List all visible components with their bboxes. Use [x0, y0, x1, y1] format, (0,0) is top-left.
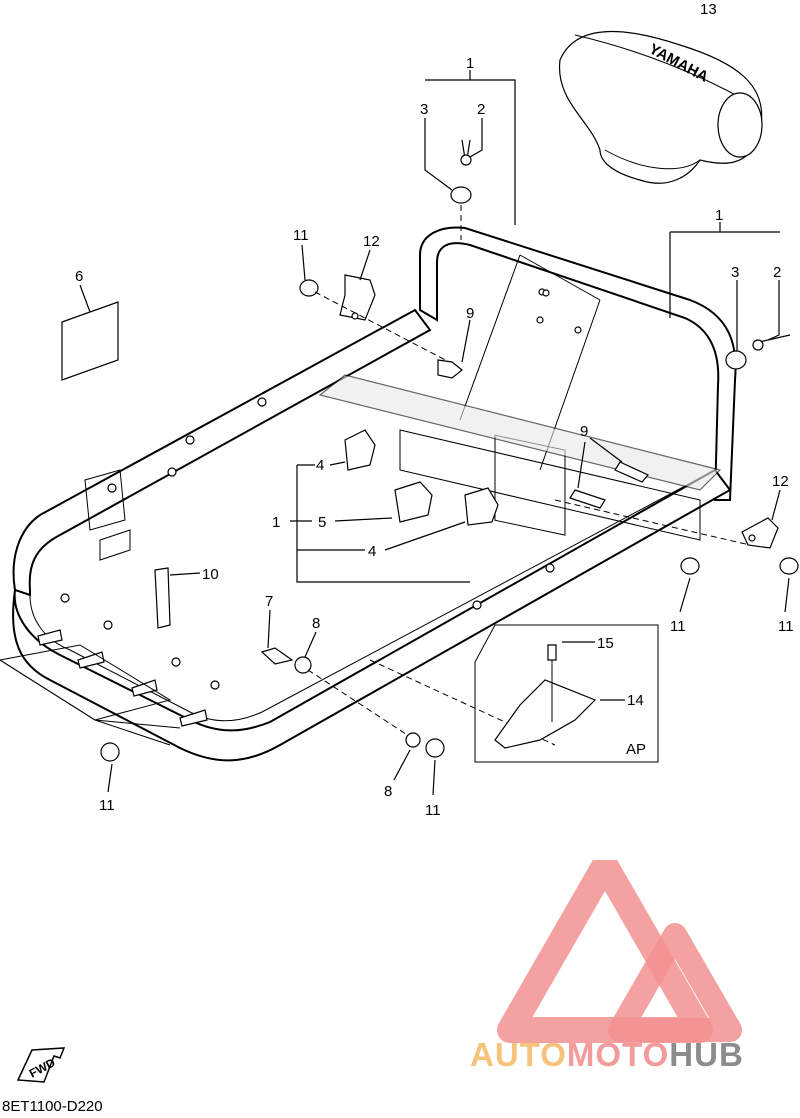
bolt-7	[260, 609, 294, 665]
callout-2-top: 2	[477, 101, 485, 118]
callout-11-c: 11	[778, 618, 794, 635]
watermark-hub: HUB	[669, 1036, 744, 1073]
callout-7: 7	[265, 593, 273, 610]
callout-5: 5	[318, 514, 326, 531]
diagram-code: 8ET1100-D220	[2, 1098, 103, 1115]
ap-inset	[474, 624, 659, 763]
callout-15: 15	[597, 635, 614, 652]
callout-8-b: 8	[384, 783, 392, 800]
connector-10	[154, 567, 201, 629]
watermark-logo-icon	[497, 860, 742, 1043]
inset-label-ap: AP	[626, 741, 646, 758]
callout-3-top: 3	[420, 101, 428, 118]
front-studs	[0, 629, 208, 793]
watermark-auto: AUTO	[470, 1036, 567, 1073]
callout-1-mid: 1	[272, 514, 280, 531]
callout-14: 14	[627, 692, 644, 709]
callout-8-a: 8	[312, 615, 320, 632]
callout-12-a: 12	[363, 233, 380, 250]
bolt-9-top	[437, 319, 471, 379]
bracket-left-top	[299, 244, 456, 366]
callout-6: 6	[75, 268, 83, 285]
damper-assembly-right	[669, 222, 791, 370]
bracket-right	[554, 489, 799, 613]
callout-9-a: 9	[466, 305, 474, 322]
watermark-text: AUTOMOTOHUB	[470, 1036, 744, 1074]
callout-4-a: 4	[316, 457, 324, 474]
bottom-hardware	[369, 659, 556, 796]
callout-1-right: 1	[715, 207, 723, 224]
seat-cushion: YAMAHA	[558, 30, 763, 184]
frame-holes	[60, 288, 582, 690]
callouts: 13 1 3 2 1 3 2 11 12 6 9 9 12 4 1 5 4 10…	[75, 1, 794, 819]
main-frame	[12, 308, 732, 762]
callout-13: 13	[700, 1, 717, 18]
callout-10: 10	[202, 566, 219, 583]
callout-12-b: 12	[772, 473, 789, 490]
washer-8-top	[294, 631, 413, 739]
sticker-label	[61, 284, 119, 381]
callout-11-e: 11	[425, 802, 441, 819]
bolt-9-right	[569, 437, 649, 509]
callout-11-a: 11	[293, 227, 309, 244]
callout-11-b: 11	[670, 618, 686, 635]
damper-assembly-top	[424, 70, 516, 240]
callout-11-d: 11	[99, 797, 115, 814]
watermark-moto: MOTO	[566, 1036, 670, 1073]
callout-3-right: 3	[731, 264, 739, 281]
callout-4-b: 4	[368, 543, 376, 560]
cable-clamp-group	[290, 429, 499, 583]
callout-2-right: 2	[773, 264, 781, 281]
callout-9-b: 9	[580, 423, 588, 440]
fwd-arrow-icon: FWD	[16, 1047, 66, 1083]
callout-1-top: 1	[466, 55, 474, 72]
